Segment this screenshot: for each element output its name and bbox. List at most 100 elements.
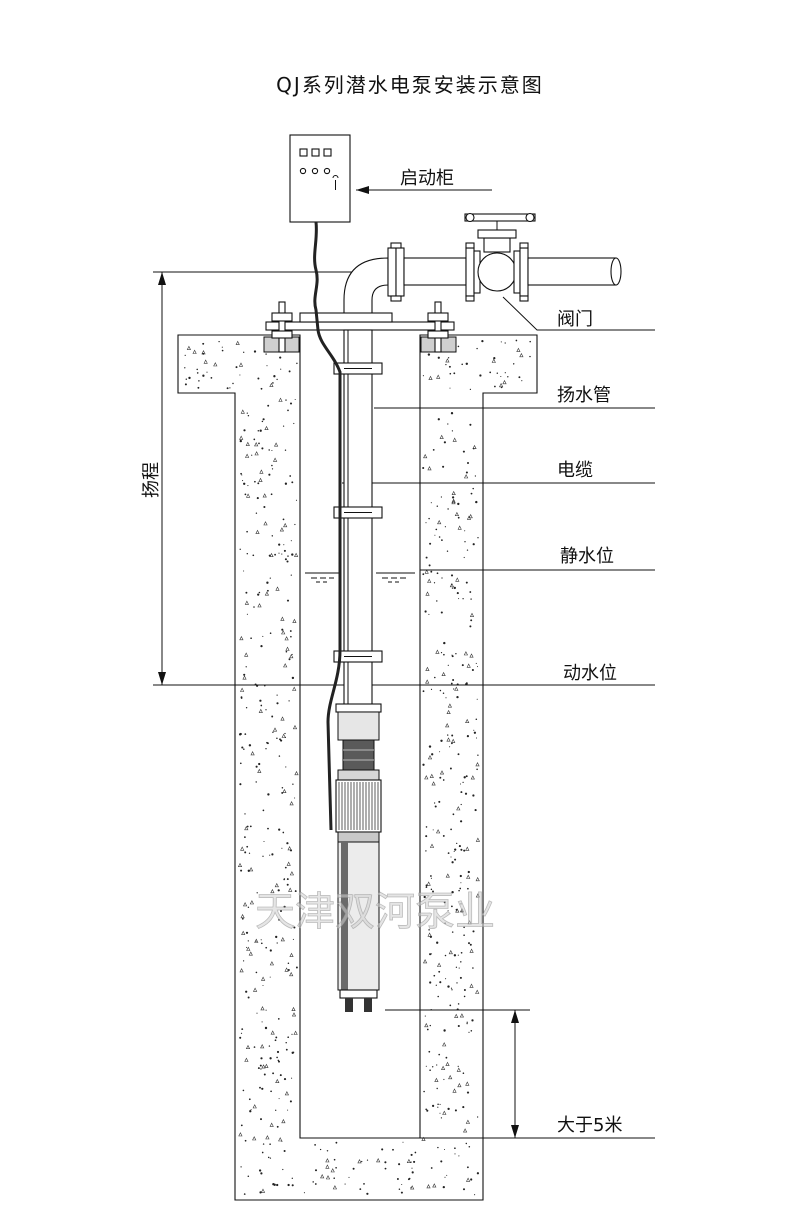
concrete-speck — [476, 698, 478, 700]
concrete-speck — [439, 751, 441, 753]
concrete-speck — [202, 342, 205, 345]
concrete-speck — [504, 342, 506, 344]
concrete-speck — [438, 800, 441, 803]
concrete-speck — [287, 968, 290, 972]
labels: 启动柜 阀门 扬水管 电缆 静水位 动水位 大于5米 扬程 — [141, 168, 622, 1136]
concrete-speck — [474, 1194, 476, 1196]
concrete-speck — [269, 632, 272, 634]
concrete-speck — [240, 846, 245, 851]
concrete-speck — [479, 374, 482, 377]
concrete-speck — [429, 1069, 431, 1071]
concrete-speck — [467, 887, 469, 890]
concrete-speck — [466, 1021, 468, 1023]
concrete-speck — [263, 840, 265, 843]
anchor-bolt-right — [434, 301, 442, 353]
concrete-speck — [445, 873, 450, 878]
concrete-speck — [269, 854, 271, 856]
concrete-speck — [291, 653, 293, 655]
concrete-speck — [425, 1108, 428, 1111]
concrete-speck — [203, 359, 208, 364]
concrete-speck — [473, 447, 475, 450]
concrete-speck — [468, 1031, 470, 1033]
flange-bolt — [465, 295, 475, 302]
leader-lines — [153, 186, 655, 1139]
concrete-speck — [218, 340, 220, 343]
concrete-speck — [426, 881, 431, 886]
head-arrow-bottom — [158, 672, 166, 685]
concrete-speck — [278, 755, 281, 757]
concrete-speck — [471, 668, 474, 672]
concrete-speck — [460, 882, 462, 884]
concrete-speck — [436, 1087, 438, 1090]
concrete-speck — [258, 762, 261, 766]
concrete-speck — [269, 949, 272, 952]
concrete-speck — [452, 813, 455, 816]
concrete-speck — [290, 540, 292, 542]
concrete-speck — [344, 1183, 346, 1185]
concrete-speck — [291, 553, 294, 556]
handwheel-knob — [525, 212, 535, 223]
concrete-speck — [253, 350, 257, 353]
concrete-speck — [402, 1141, 404, 1143]
concrete-speck — [269, 1057, 272, 1060]
concrete-speck — [239, 732, 242, 736]
concrete-speck — [425, 850, 427, 852]
concrete-speck — [481, 339, 484, 343]
concrete-speck — [289, 630, 292, 632]
concrete-speck — [278, 1137, 283, 1142]
concrete-speck — [468, 1146, 471, 1148]
concrete-speck — [244, 825, 249, 831]
concrete-speck — [253, 1046, 256, 1048]
label-head: 扬程 — [141, 462, 162, 498]
concrete-speck — [240, 409, 245, 414]
concrete-speck — [450, 412, 454, 415]
concrete-speck — [240, 1166, 242, 1168]
concrete-speck — [427, 353, 431, 356]
concrete-speck — [467, 870, 470, 874]
concrete-speck — [462, 598, 464, 600]
concrete-speck — [276, 378, 278, 381]
concrete-speck — [281, 847, 283, 849]
concrete-speck — [255, 529, 260, 534]
concrete-speck — [226, 387, 229, 390]
concrete-speck — [440, 1117, 443, 1119]
concrete-speck — [184, 383, 187, 386]
concrete-speck — [446, 550, 449, 552]
concrete-speck — [457, 525, 462, 530]
concrete-speck — [473, 731, 477, 734]
concrete-speck — [260, 1006, 265, 1011]
concrete-speck — [285, 766, 287, 768]
concrete-speck — [330, 1168, 335, 1173]
concrete-speck — [202, 352, 205, 355]
concrete-speck — [472, 794, 475, 797]
concrete-speck — [247, 1175, 250, 1177]
concrete-speck — [261, 447, 264, 450]
concrete-speck — [439, 770, 445, 775]
concrete-speck — [460, 951, 463, 954]
concrete-speck — [260, 1172, 263, 1175]
concrete-speck — [260, 1068, 262, 1070]
concrete-speck — [265, 353, 267, 355]
concrete-speck — [464, 792, 468, 795]
concrete-speck — [287, 962, 290, 965]
concrete-speck — [451, 734, 454, 737]
concrete-speck — [264, 591, 269, 596]
concrete-speck — [254, 442, 259, 447]
concrete-speck — [262, 418, 265, 421]
concrete-speck — [451, 905, 453, 908]
concrete-speck — [248, 744, 252, 747]
concrete-speck — [291, 1177, 293, 1179]
concrete-speck — [188, 376, 191, 380]
concrete-speck — [429, 981, 432, 984]
concrete-speck — [293, 1030, 298, 1035]
concrete-speck — [291, 1077, 293, 1079]
concrete-speck — [476, 347, 478, 350]
concrete-speck — [283, 1149, 286, 1153]
concrete-speck — [437, 418, 440, 421]
concrete-speck — [296, 362, 298, 365]
concrete-speck — [260, 704, 263, 707]
concrete-speck — [472, 967, 474, 969]
motor-shading — [341, 842, 348, 990]
concrete-speck — [519, 352, 524, 358]
concrete-speck — [427, 932, 432, 937]
